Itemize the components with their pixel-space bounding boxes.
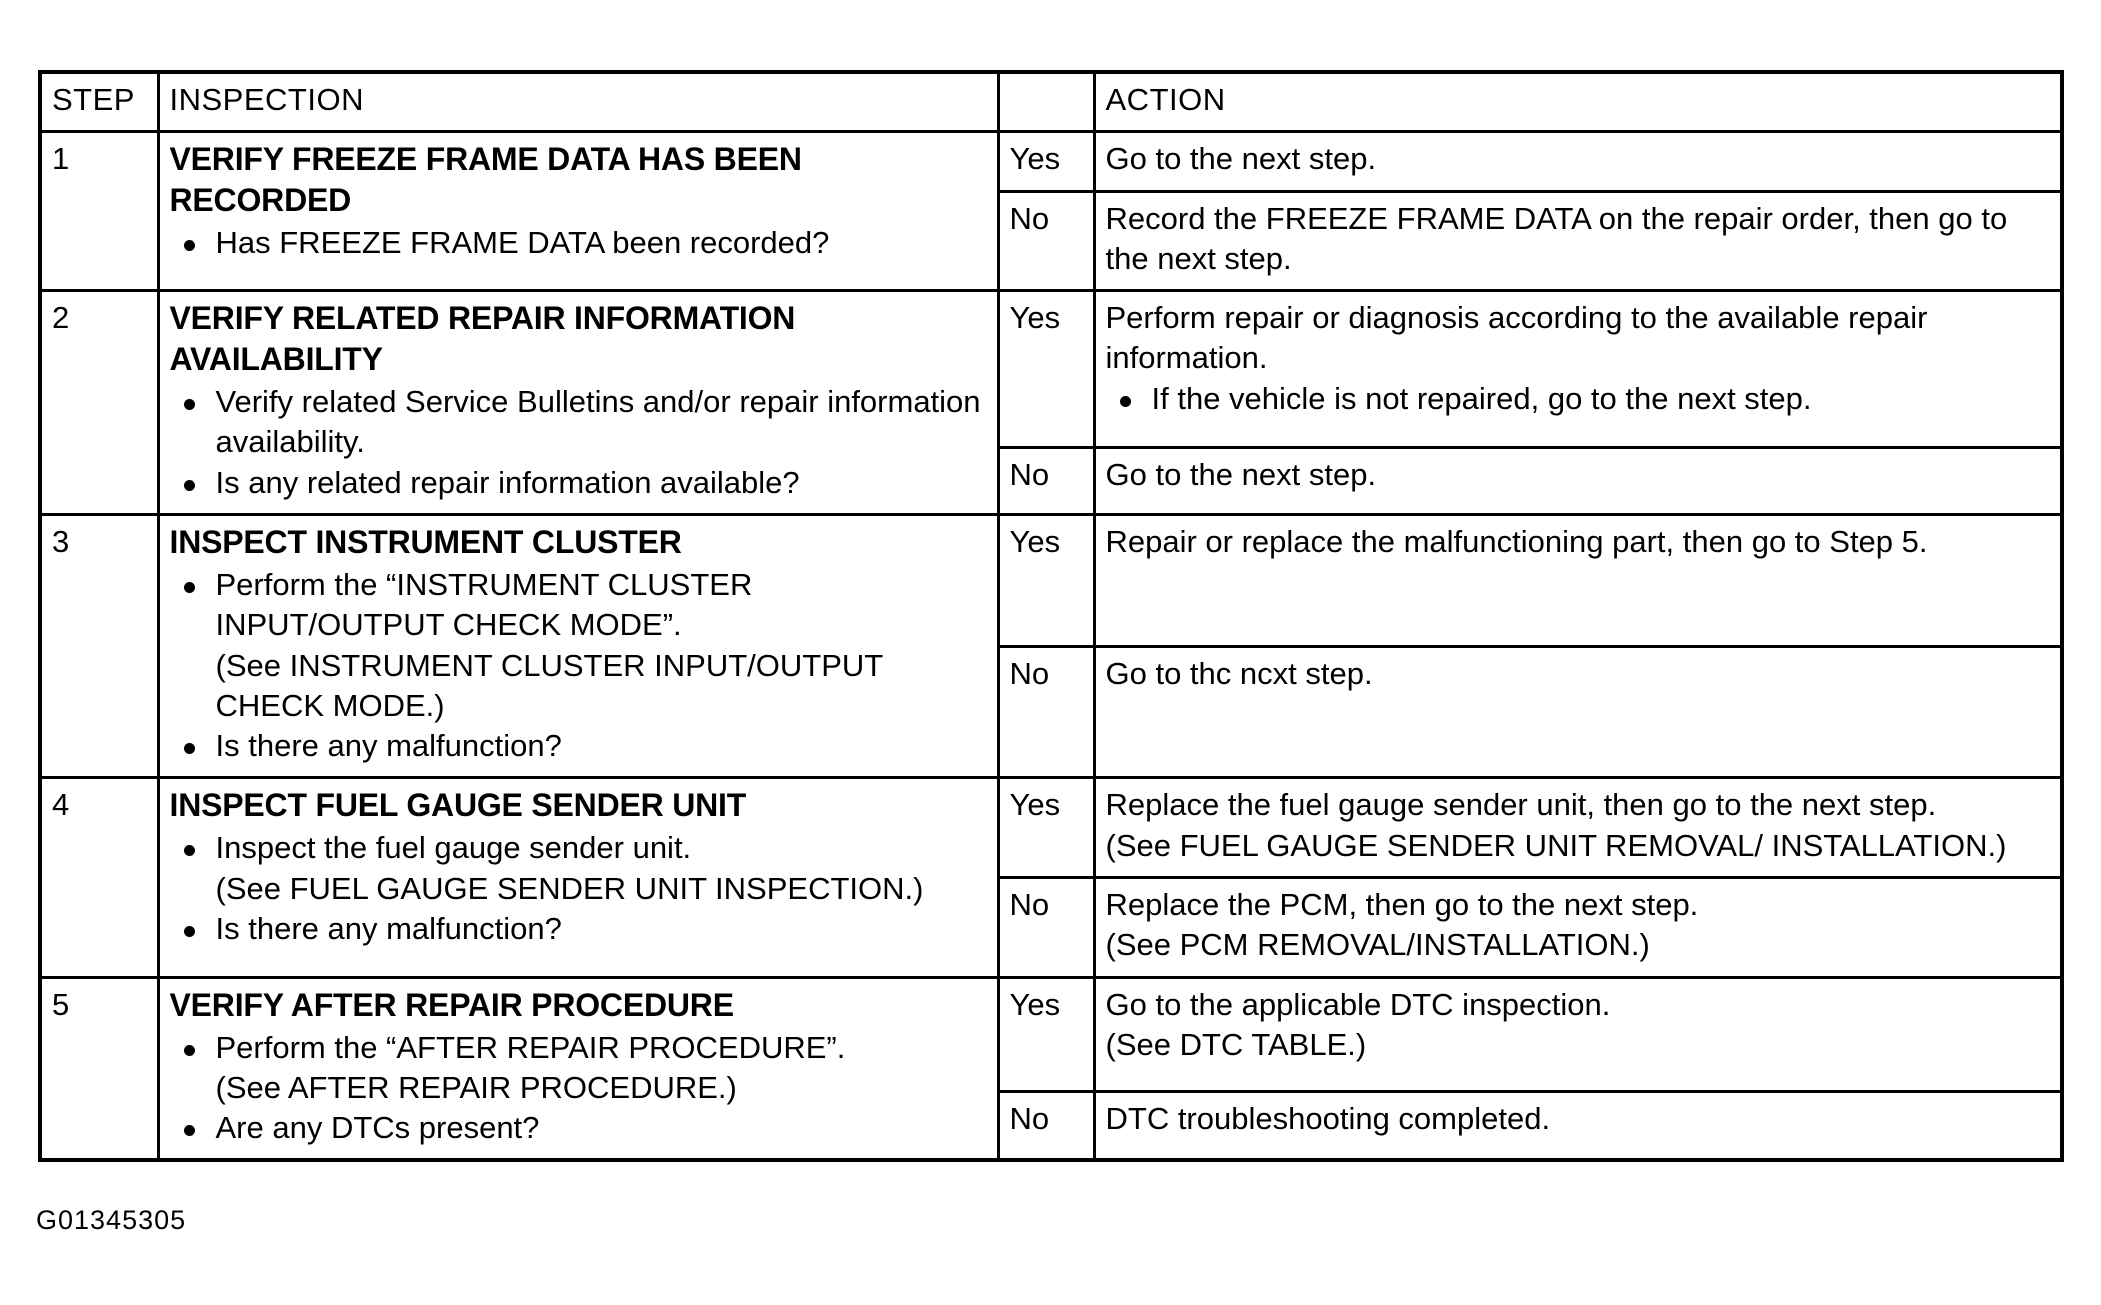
action-line: (See PCM REMOVAL/INSTALLATION.): [1105, 927, 1650, 963]
bullet-line: Are any DTCs present?: [215, 1110, 540, 1146]
column-header-judgement: [996, 70, 1096, 134]
action-cell: Record the FREEZE FRAME DATA on the repa…: [1092, 189, 2064, 293]
inspection-bullet: Has FREEZE FRAME DATA been recorded?: [170, 223, 987, 263]
bullet-line: Inspect the fuel gauge sender unit.: [215, 830, 692, 866]
step-number: 2: [38, 289, 160, 516]
bullet-line: Is there any malfunction?: [215, 728, 562, 764]
action-bullet: If the vehicle is not repaired, go to th…: [1106, 379, 2051, 419]
step-number: 5: [38, 975, 160, 1162]
inspection-cell: INSPECT FUEL GAUGE SENDER UNIT Inspect th…: [156, 776, 1000, 979]
action-cell: Replace the fuel gauge sender unit, then…: [1092, 776, 2064, 880]
inspection-bullet: Perform the “AFTER REPAIR PROCEDURE”. (Se…: [170, 1028, 987, 1109]
inspection-cell: VERIFY FREEZE FRAME DATA HAS BEEN RECORD…: [156, 130, 1000, 293]
step-number: 3: [38, 512, 160, 780]
judgement-cell: No: [996, 644, 1096, 780]
judgement-cell: No: [996, 446, 1096, 516]
judgement-cell: Yes: [996, 289, 1096, 450]
inspection-cell: VERIFY AFTER REPAIR PROCEDURE Perform the…: [156, 975, 1000, 1162]
bullet-line: (See FUEL GAUGE SENDER UNIT INSPECTION.): [215, 870, 924, 906]
action-line: Replace the PCM, then go to the next ste…: [1105, 887, 1699, 923]
action-line: Repair or replace the malfunctioning par…: [1105, 523, 1928, 559]
judgement-cell: Yes: [996, 130, 1096, 193]
inspection-title: VERIFY AFTER REPAIR PROCEDURE: [169, 986, 735, 1023]
action-cell: Go to the next step.: [1092, 130, 2064, 193]
action-cell: Repair or replace the malfunctioning par…: [1092, 512, 2064, 648]
step-number: 4: [38, 776, 160, 979]
action-cell: Go to the next step.: [1092, 446, 2064, 516]
bullet-line: Is there any malfunction?: [215, 910, 562, 946]
action-line: Perform repair or diagnosis according to…: [1105, 300, 1928, 376]
action-line: Go to thc ncxt step.: [1105, 655, 1373, 691]
inspection-title: VERIFY FREEZE FRAME DATA HAS BEEN RECORD…: [169, 141, 802, 219]
inspection-bullet: Is any related repair information availa…: [170, 463, 987, 503]
bullet-line: Is any related repair information availa…: [215, 464, 800, 500]
action-cell: Replace the PCM, then go to the next ste…: [1092, 876, 2064, 979]
bullet-line: (See INSTRUMENT CLUSTER INPUT/OUTPUT CHE…: [215, 647, 883, 723]
action-line: (See FUEL GAUGE SENDER UNIT REMOVAL/ INS…: [1105, 827, 2007, 863]
action-cell: Go to thc ncxt step.: [1092, 644, 2064, 780]
action-bullet-list: If the vehicle is not repaired, go to th…: [1106, 379, 2051, 419]
inspection-bullet-list: Verify related Service Bulletins and/or …: [170, 382, 987, 503]
bullet-line: Perform the “AFTER REPAIR PROCEDURE”.: [215, 1029, 846, 1065]
inspection-cell: INSPECT INSTRUMENT CLUSTER Perform the “I…: [156, 512, 1000, 780]
step-number: 1: [38, 130, 160, 293]
inspection-bullet-list: Has FREEZE FRAME DATA been recorded?: [170, 223, 987, 263]
judgement-cell: No: [996, 1090, 1096, 1162]
column-header-inspection: INSPECTION: [156, 70, 1000, 134]
inspection-bullet: Perform the “INSTRUMENT CLUSTER INPUT/OU…: [170, 565, 987, 726]
judgement-cell: No: [996, 189, 1096, 293]
inspection-title: VERIFY RELATED REPAIR INFORMATION AVAILA…: [169, 300, 796, 378]
inspection-bullet: Are any DTCs present?: [170, 1108, 987, 1148]
action-line: DTC troubleshooting completed.: [1105, 1101, 1551, 1137]
inspection-bullet: Verify related Service Bulletins and/or …: [170, 382, 987, 463]
inspection-bullet-list: Perform the “INSTRUMENT CLUSTER INPUT/OU…: [170, 565, 987, 766]
table-header-row: STEP INSPECTION ACTION: [38, 70, 2064, 134]
bullet-line: Has FREEZE FRAME DATA been recorded?: [215, 225, 830, 261]
inspection-bullet: Is there any malfunction?: [170, 726, 987, 766]
action-line: Go to the applicable DTC inspection.: [1105, 986, 1611, 1022]
action-cell: DTC troubleshooting completed.: [1092, 1090, 2064, 1162]
action-cell: Perform repair or diagnosis according to…: [1092, 289, 2064, 450]
action-line: Record the FREEZE FRAME DATA on the repa…: [1105, 200, 2008, 276]
action-cell: Go to the applicable DTC inspection. (See…: [1092, 975, 2064, 1094]
bullet-line: Verify related Service Bulletins and/or …: [215, 384, 981, 460]
inspection-title: INSPECT FUEL GAUGE SENDER UNIT: [169, 787, 747, 824]
bullet-line: (See AFTER REPAIR PROCEDURE.): [215, 1069, 737, 1105]
column-header-action: ACTION: [1092, 70, 2064, 134]
table-head: STEP INSPECTION ACTION: [38, 70, 2064, 134]
figure-reference-code: G01345305: [36, 1205, 187, 1235]
inspection-bullet-list: Inspect the fuel gauge sender unit. (See …: [170, 828, 987, 949]
judgement-cell: Yes: [996, 776, 1096, 880]
inspection-bullet-list: Perform the “AFTER REPAIR PROCEDURE”. (Se…: [170, 1028, 987, 1149]
inspection-bullet: Inspect the fuel gauge sender unit. (See …: [170, 828, 987, 909]
action-line: Go to the next step.: [1105, 141, 1377, 177]
bullet-line: Perform the “INSTRUMENT CLUSTER INPUT/OU…: [215, 566, 753, 643]
action-line: Go to the next step.: [1105, 457, 1377, 493]
judgement-cell: Yes: [996, 975, 1096, 1094]
inspection-title: INSPECT INSTRUMENT CLUSTER: [169, 523, 682, 560]
inspection-bullet: Is there any malfunction?: [170, 909, 987, 949]
inspection-cell: VERIFY RELATED REPAIR INFORMATION AVAILA…: [156, 289, 1000, 516]
column-header-step: STEP: [38, 70, 160, 134]
action-line: Replace the fuel gauge sender unit, then…: [1105, 787, 1937, 823]
judgement-cell: Yes: [996, 512, 1096, 648]
action-line: (See DTC TABLE.): [1105, 1026, 1367, 1062]
judgement-cell: No: [996, 876, 1096, 979]
